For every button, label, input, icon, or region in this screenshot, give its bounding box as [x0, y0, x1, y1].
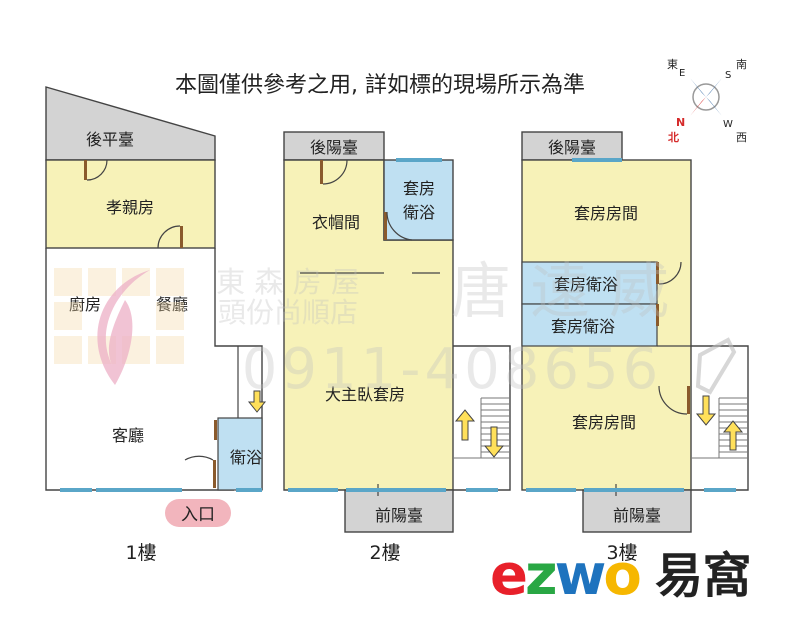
- compass-icon: 東 E 南 S N 北 W 西: [667, 58, 747, 144]
- floor-3-plan: 後陽臺 套房房間 套房衛浴 套房衛浴 套房房間 前陽臺 3樓: [521, 131, 749, 564]
- floor1-label: 1樓: [125, 542, 156, 564]
- floor3-front-balcony: [582, 489, 692, 533]
- watermark-agency-line2: 頭份尚順店: [218, 296, 358, 329]
- floor2-closet-label: 衣帽間: [312, 213, 360, 232]
- floor1-stair-down-arrow: [247, 390, 267, 413]
- floor2-stair-up-arrow: [454, 409, 476, 441]
- floor2-suite-bath: [383, 159, 454, 241]
- watermark-agency-line1: 東 森 房 屋: [216, 265, 360, 299]
- floor1-elder-room: [45, 159, 216, 249]
- compass-north: 北: [668, 130, 679, 144]
- floor1-back-terrace-label: 後平臺: [86, 130, 134, 149]
- floor3-stair-up-arrow: [722, 420, 744, 451]
- ezwo-logo-latin: ezwo: [490, 543, 640, 608]
- floor2-back-balcony-label: 後陽臺: [310, 138, 358, 157]
- agent-watermark: 東 森 房 屋 頭份尚順店 唐 遠 威 0911-408656: [54, 257, 737, 402]
- ezwo-logo: ezwo 易窩: [490, 543, 751, 608]
- floor3-suite-bath-1-label: 套房衛浴: [554, 275, 618, 294]
- floor2-front-balcony-label: 前陽臺: [375, 506, 423, 525]
- floor3-suite-bath-1: [521, 261, 658, 305]
- floor3-front-balcony-label: 前陽臺: [613, 506, 661, 525]
- floor3-suite-bath-2-label: 套房衛浴: [551, 317, 615, 336]
- floor1-dining-label: 餐廳: [156, 295, 188, 314]
- floor2-back-balcony: [283, 131, 385, 161]
- floor3-suite-room-bottom-label: 套房房間: [572, 413, 636, 432]
- floor3-suite-room-top-label: 套房房間: [574, 204, 638, 223]
- floor3-back-balcony-label: 後陽臺: [548, 138, 596, 157]
- watermark-agent-name: 唐 遠 威: [451, 257, 669, 327]
- floor2-front-balcony: [344, 489, 454, 533]
- compass-east-letter: E: [679, 68, 685, 79]
- phone-handset-icon: [695, 337, 737, 395]
- disclaimer-title: 本圖僅供參考之用, 詳如標的現場所示為準: [175, 73, 585, 98]
- floor2-stair-down-arrow: [483, 426, 505, 458]
- compass-west: 西: [736, 131, 747, 144]
- watermark-phone: 0911-408656: [242, 337, 663, 402]
- floor1-kitchen-label: 廚房: [69, 295, 101, 314]
- ezwo-logo-chinese: 易窩: [655, 548, 751, 604]
- floor1-entrance-badge: [165, 499, 231, 527]
- agency-logo-icon: [54, 268, 184, 385]
- floor-2-plan: 後陽臺 套房 衛浴 衣帽間 大主臥套房 前陽臺 2樓: [283, 131, 511, 564]
- floor3-suite-bath-2: [521, 303, 658, 347]
- floor1-bathroom-label: 衛浴: [230, 448, 262, 467]
- compass-south-letter: S: [725, 70, 731, 81]
- floor2-master-suite-label: 大主臥套房: [325, 385, 405, 404]
- floor1-bathroom: [217, 417, 263, 491]
- compass-east: 東: [667, 58, 678, 71]
- floor2-label: 2樓: [369, 542, 400, 564]
- floor1-elder-room-label: 孝親房: [106, 198, 154, 217]
- compass-north-letter: N: [676, 116, 685, 129]
- floor1-living-label: 客廳: [112, 426, 144, 445]
- floor3-label: 3樓: [606, 542, 637, 564]
- floor2-suite-bath-label-line2: 衛浴: [403, 203, 435, 222]
- floor3-stair-down-arrow: [695, 395, 717, 426]
- floor3-back-balcony: [521, 131, 623, 161]
- floor1-entrance-label: 入口: [181, 505, 215, 525]
- floor-1-plan: 後平臺 孝親房 廚房 餐廳 客廳 衛浴 入口 1樓: [45, 86, 267, 564]
- floor2-suite-bath-label-line1: 套房: [403, 179, 435, 198]
- compass-west-letter: W: [723, 119, 733, 130]
- compass-south: 南: [736, 58, 747, 71]
